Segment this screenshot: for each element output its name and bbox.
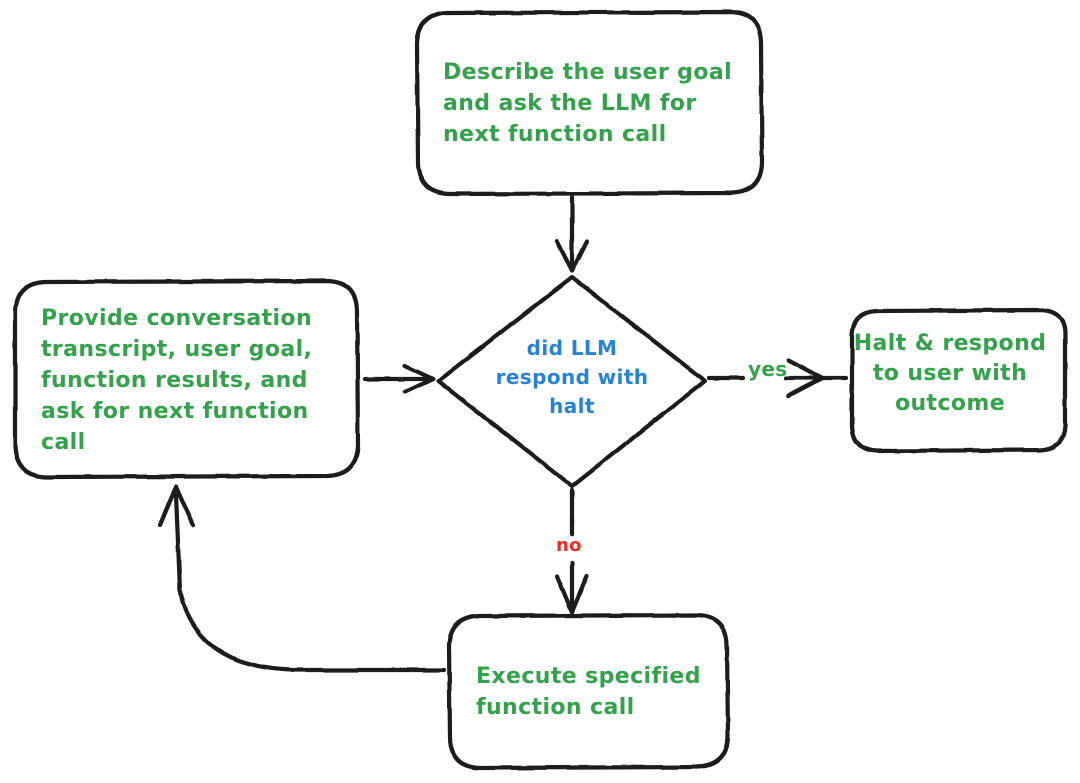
edge-label-no: no xyxy=(556,535,582,556)
edge-decision-to-halt xyxy=(706,357,849,399)
node-halt-respond-shape xyxy=(849,307,1068,454)
node-decision-halt-shape xyxy=(435,274,708,489)
node-describe-goal-shape xyxy=(414,9,765,197)
node-provide-context-shape xyxy=(12,278,361,480)
node-execute-call-shape xyxy=(446,612,731,771)
edge-decision-to-execute xyxy=(554,487,590,615)
edge-execute-to-context xyxy=(157,484,447,673)
edge-context-to-decision xyxy=(362,363,436,395)
edge-label-yes: yes xyxy=(748,357,788,381)
edge-describe-to-decision xyxy=(554,194,590,274)
